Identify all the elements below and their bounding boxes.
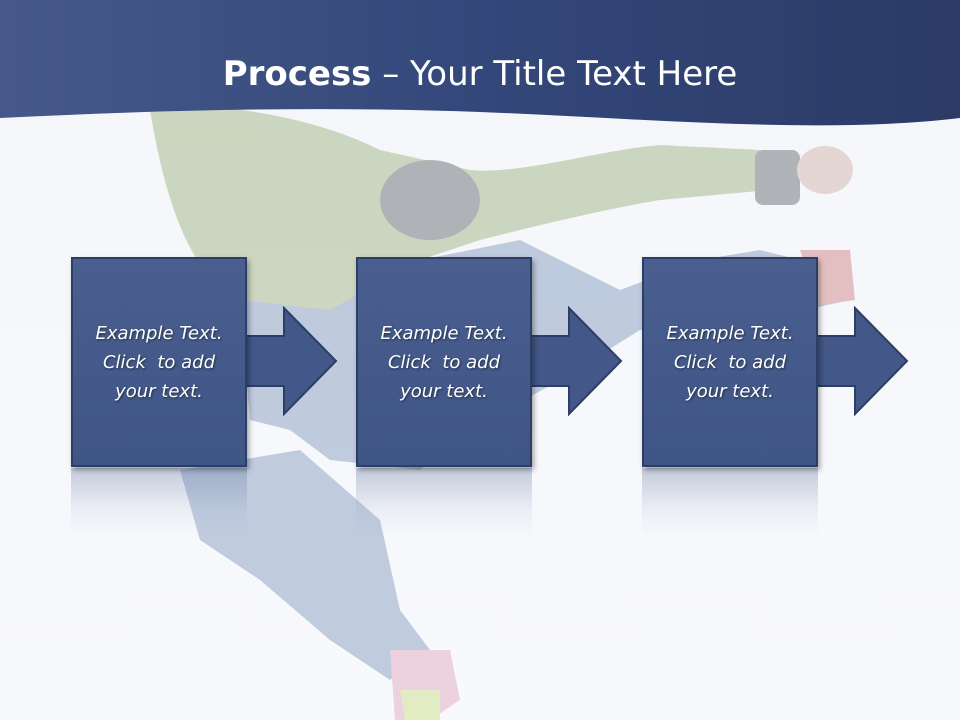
step-2-reflection [356,468,532,538]
process-step-3[interactable]: Example Text. Click to add your text. [642,257,818,467]
step-text-line: Click to add [673,351,786,373]
step-1-reflection [71,468,247,538]
arrow-right-icon[interactable] [815,306,911,416]
step-text-line: your text. [115,380,203,402]
step-text-line: your text. [686,380,774,402]
step-text-line: Click to add [102,351,215,373]
step-text-line: Example Text. [666,322,794,344]
title-bold-text: Process [222,54,372,94]
step-box[interactable]: Example Text. Click to add your text. [71,257,247,467]
step-text[interactable]: Example Text. Click to add your text. [369,319,519,406]
title-rest-text: – Your Title Text Here [371,54,738,94]
step-text[interactable]: Example Text. Click to add your text. [655,319,805,406]
step-text-line: your text. [400,380,488,402]
process-step-1[interactable]: Example Text. Click to add your text. [71,257,247,467]
step-box[interactable]: Example Text. Click to add your text. [356,257,532,467]
slide-title[interactable]: Process – Your Title Text Here [0,52,960,96]
arrow-right-icon[interactable] [529,306,625,416]
step-3-reflection [642,468,818,538]
step-text-line: Example Text. [380,322,508,344]
step-text-line: Click to add [387,351,500,373]
process-step-2[interactable]: Example Text. Click to add your text. [356,257,532,467]
step-text[interactable]: Example Text. Click to add your text. [84,319,234,406]
arrow-right-icon[interactable] [244,306,340,416]
step-box[interactable]: Example Text. Click to add your text. [642,257,818,467]
header-banner [0,0,960,126]
step-text-line: Example Text. [95,322,223,344]
